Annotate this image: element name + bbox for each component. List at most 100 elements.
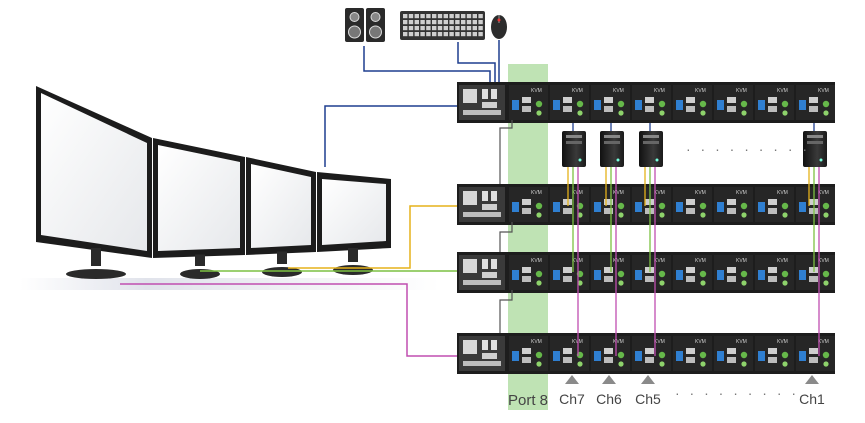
kvm-port-module: KVM: [673, 255, 712, 290]
chain-link-cable: [499, 120, 513, 184]
kvm-badge: KVM: [695, 339, 706, 345]
kvm-badge: KVM: [818, 88, 829, 94]
monitor-icon: [317, 172, 391, 275]
kvm-port-module: KVM: [714, 85, 753, 120]
kvm-port-module: KVM: [755, 255, 794, 290]
kvm-badge: KVM: [654, 258, 665, 264]
kvm-port-module: KVM: [591, 85, 630, 120]
kvm-port-module: KVM: [755, 85, 794, 120]
kvm-port-module: KVM: [550, 85, 589, 120]
kvm-port-module: KVM: [796, 336, 835, 371]
kvm-badge: KVM: [777, 258, 788, 264]
computer-ellipsis: · · · · · · · · ·: [686, 141, 810, 157]
kvm-port-module: KVM: [796, 85, 835, 120]
channel-arrow-icon: [602, 375, 616, 384]
keyboard-icon: [400, 11, 485, 40]
kvm-port-module: KVM: [755, 187, 794, 222]
kvm-port-module: KVM: [509, 255, 548, 290]
chain-link-cable: [499, 222, 513, 252]
monitor-icon: [246, 157, 316, 277]
kvm-switch-unit: KVM KVM KVM KVM KVM KVM KVM KVM: [457, 333, 835, 374]
kvm-badge: KVM: [613, 190, 624, 196]
kvm-port-module: KVM: [714, 336, 753, 371]
kvm-badge: KVM: [613, 258, 624, 264]
kvm-port-module: KVM: [509, 336, 548, 371]
channel-arrow-icon: [565, 375, 579, 384]
kvm-port-module: KVM: [632, 255, 671, 290]
kvm-port-module: KVM: [591, 336, 630, 371]
monitor-array: [36, 86, 391, 279]
kvm-port-module: KVM: [796, 187, 835, 222]
kvm-badge: KVM: [695, 190, 706, 196]
kvm-switch-unit: KVM KVM KVM KVM KVM KVM KVM KVM: [457, 82, 835, 123]
channel-markers: Ch7 Ch6 Ch5 Ch1: [559, 375, 825, 407]
kvm-badge: KVM: [531, 190, 542, 196]
kvm-badge: KVM: [572, 88, 583, 94]
kvm-port-module: KVM: [550, 187, 589, 222]
console-peripherals: [345, 8, 507, 42]
kvm-port-module: KVM: [673, 336, 712, 371]
kvm-badge: KVM: [736, 190, 747, 196]
channel-ellipsis: · · · · · · · · ·: [675, 385, 799, 401]
kvm-switch-unit: KVM KVM KVM KVM KVM KVM KVM KVM: [457, 252, 835, 293]
kvm-badge: KVM: [818, 339, 829, 345]
kvm-badge: KVM: [777, 190, 788, 196]
kvm-badge: KVM: [531, 258, 542, 264]
mouse-icon: [491, 15, 507, 39]
kvm-port-module: KVM: [755, 336, 794, 371]
kvm-badge: KVM: [695, 258, 706, 264]
kvm-badge: KVM: [818, 190, 829, 196]
kvm-port-module: KVM: [714, 255, 753, 290]
kvm-badge: KVM: [654, 190, 665, 196]
channel-label: Ch5: [635, 391, 661, 407]
monitor-1-cable: [324, 105, 457, 167]
video-cables: [120, 105, 820, 357]
kvm-port-module: KVM: [591, 255, 630, 290]
chain-link-cable: [499, 290, 513, 333]
kvm-badge: KVM: [613, 88, 624, 94]
kvm-port-module: KVM: [673, 187, 712, 222]
kvm-port-module: KVM: [796, 255, 835, 290]
kvm-port-module: KVM: [509, 187, 548, 222]
computer-tower-icon: [803, 131, 827, 167]
speaker-cable: [363, 46, 491, 92]
channel-label: Ch1: [799, 391, 825, 407]
kvm-badge: KVM: [531, 88, 542, 94]
kvm-badge: KVM: [695, 88, 706, 94]
kvm-port-module: KVM: [550, 255, 589, 290]
monitor-icon: [153, 138, 245, 279]
monitor-2-cable: [288, 205, 457, 269]
kvm-badge: KVM: [654, 88, 665, 94]
port-8-label: Port 8: [508, 392, 548, 409]
kvm-port-module: KVM: [673, 85, 712, 120]
speakers-icon: [345, 8, 385, 42]
kvm-badge: KVM: [531, 339, 542, 345]
computer-row: [562, 131, 827, 167]
channel-label: Ch6: [596, 391, 622, 407]
kvm-port-module: KVM: [632, 85, 671, 120]
channel-label: Ch7: [559, 391, 585, 407]
kvm-badge: KVM: [818, 258, 829, 264]
monitor-icon: [36, 86, 152, 279]
kvm-badge: KVM: [736, 258, 747, 264]
kvm-badge: KVM: [654, 339, 665, 345]
computer-tower-icon: [639, 131, 663, 167]
monitor-4-cable: [120, 283, 457, 357]
channel-arrow-icon: [805, 375, 819, 384]
kvm-badge: KVM: [777, 88, 788, 94]
keyboard-cable: [457, 42, 496, 92]
kvm-badge: KVM: [613, 339, 624, 345]
computer-tower-icon: [562, 131, 586, 167]
kvm-port-module: KVM: [509, 85, 548, 120]
kvm-switch-unit: KVM KVM KVM KVM KVM KVM KVM KVM: [457, 184, 835, 225]
kvm-badge: KVM: [777, 339, 788, 345]
kvm-port-module: KVM: [632, 336, 671, 371]
kvm-port-module: KVM: [714, 187, 753, 222]
kvm-badge: KVM: [736, 339, 747, 345]
kvm-badge: KVM: [736, 88, 747, 94]
channel-arrow-icon: [641, 375, 655, 384]
kvm-port-module: KVM: [550, 336, 589, 371]
kvm-port-module: KVM: [632, 187, 671, 222]
computer-tower-icon: [600, 131, 624, 167]
